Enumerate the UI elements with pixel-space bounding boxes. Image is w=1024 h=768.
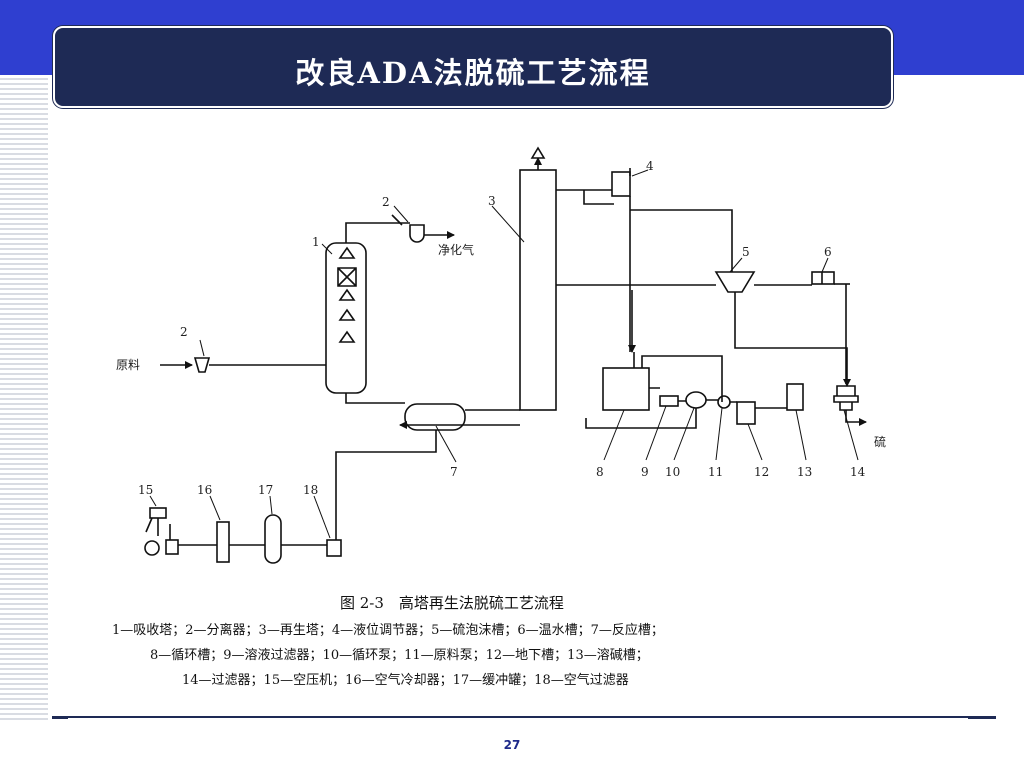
circulation-pump: [685, 391, 707, 409]
feed-pump: [717, 395, 731, 409]
label-11: 11: [708, 465, 723, 479]
label-7: 7: [450, 465, 458, 479]
air-cooler: [216, 521, 230, 563]
label-8: 8: [596, 465, 604, 479]
label-clean-gas: 净化气: [438, 242, 474, 257]
footer-rule-right: [968, 716, 996, 719]
label-13: 13: [797, 465, 812, 479]
level-regulator: [611, 171, 631, 197]
buffer-tank: [264, 514, 282, 564]
reaction-tank: [404, 403, 466, 431]
air-compressor: [144, 507, 179, 556]
label-10: 10: [665, 465, 680, 479]
label-5: 5: [742, 245, 750, 259]
page-number: 27: [503, 738, 521, 752]
label-14: 14: [850, 465, 866, 479]
label-15: 15: [138, 483, 153, 497]
caption-line-3: 14—过滤器；15—空压机；16—空气冷却器；17—缓冲罐；18—空气过滤器: [182, 672, 629, 688]
caption-line-2: 8—循环槽；9—溶液过滤器；10—循环泵；11—原料泵；12—地下槽；13—溶碱…: [150, 648, 649, 663]
label-3: 3: [488, 194, 496, 208]
alkali-tank: [786, 383, 804, 411]
title-box: 改良ADA法脱硫工艺流程: [53, 26, 893, 108]
label-4: 4: [646, 159, 654, 173]
regeneration-tower: [519, 169, 557, 411]
pipelines: [160, 168, 867, 546]
label-18: 18: [303, 483, 318, 497]
label-6: 6: [824, 245, 832, 259]
label-2-feed: 2: [180, 325, 188, 339]
label-16: 16: [197, 483, 212, 497]
separator-top: [409, 224, 425, 243]
leader-lines: [149, 169, 859, 539]
label-17: 17: [258, 483, 273, 497]
footer-rule: [68, 716, 968, 718]
hot-water-tank: [811, 271, 835, 285]
sulfur-foam-tank: [714, 271, 756, 293]
absorber-tower: [325, 242, 367, 394]
solution-filter: [659, 395, 679, 407]
label-2-top: 2: [382, 195, 390, 209]
label-12: 12: [754, 465, 769, 479]
caption-title: 图 2-3 高塔再生法脱硫工艺流程: [340, 594, 564, 612]
sulfur-filter: [833, 385, 859, 411]
circulation-tank: [602, 367, 650, 411]
separator-feed: [193, 357, 211, 373]
label-1: 1: [312, 235, 320, 249]
underground-tank: [736, 401, 756, 425]
label-feed: 原料: [116, 358, 140, 372]
caption-line-1: 1—吸收塔；2—分离器；3—再生塔；4—液位调节器；5—硫泡沫槽；6—温水槽；7…: [112, 622, 664, 638]
air-filter: [326, 539, 342, 557]
label-sulfur: 硫: [874, 434, 886, 449]
slide-title: 改良ADA法脱硫工艺流程: [295, 56, 651, 90]
label-9: 9: [641, 465, 649, 479]
side-stripes: [0, 75, 48, 722]
footer-rule-left: [52, 716, 68, 719]
